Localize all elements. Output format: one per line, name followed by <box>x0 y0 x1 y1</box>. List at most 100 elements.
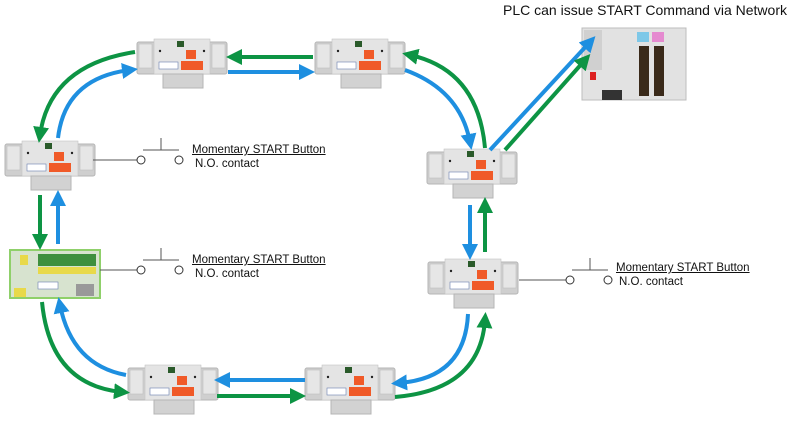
device-logo <box>326 387 347 396</box>
device-led <box>202 49 206 53</box>
button-title: Momentary START Button <box>616 262 750 274</box>
device-left-port <box>429 263 444 289</box>
plc-cpu-cover <box>584 30 602 70</box>
device-switch <box>477 270 487 279</box>
device-right-port <box>211 43 226 69</box>
device-left-port <box>138 43 153 69</box>
device-top-left <box>136 38 228 89</box>
controller-board <box>9 249 101 299</box>
device-logo <box>449 281 470 290</box>
board-connector <box>14 288 26 297</box>
device-right-port <box>379 369 394 395</box>
device-bottom-right <box>304 364 396 415</box>
plc-switch <box>590 72 596 80</box>
device-display <box>349 387 371 396</box>
device-led <box>449 269 453 273</box>
plc-io-label <box>652 32 664 42</box>
device-display <box>49 163 71 172</box>
device-display <box>181 61 203 70</box>
device-led <box>380 49 384 53</box>
start-button-label-3: Momentary START Button N.O. contact <box>616 261 750 289</box>
start-button-2 <box>100 248 184 275</box>
start-button-3 <box>519 258 613 285</box>
device-led-block <box>467 151 474 157</box>
button-contact <box>565 275 575 285</box>
device-led <box>448 159 452 163</box>
device-led <box>193 375 197 379</box>
device-led-block <box>355 41 362 47</box>
device-ethernet-tab <box>453 293 495 309</box>
start-button-label-1: Momentary START Button N.O. contact <box>192 143 326 171</box>
device-ethernet-tab <box>153 399 195 415</box>
device-left <box>4 140 96 191</box>
device-switch <box>186 50 196 59</box>
device-display <box>471 171 493 180</box>
device-led <box>149 375 153 379</box>
plc-io-module <box>639 46 649 96</box>
plc <box>581 27 687 101</box>
device-right-port <box>501 153 516 179</box>
device-left-port <box>6 145 21 171</box>
start-button-1 <box>93 138 184 165</box>
device-led <box>492 159 496 163</box>
device-ethernet-tab <box>162 73 204 89</box>
device-right-lower <box>427 258 519 309</box>
device-led-block <box>177 41 184 47</box>
button-title: Momentary START Button <box>192 144 326 156</box>
button-title: Momentary START Button <box>192 254 326 266</box>
arrow-green-bottom-right <box>394 312 493 399</box>
device-left-port <box>306 369 321 395</box>
device-top-right <box>314 38 406 89</box>
arrow-green-plc <box>503 54 591 152</box>
board-terminal-labels <box>38 267 96 274</box>
device-logo <box>448 171 469 180</box>
device-logo <box>149 387 170 396</box>
board-chip <box>20 255 28 265</box>
device-right-port <box>202 369 217 395</box>
device-right-port <box>389 43 404 69</box>
arrow-green-bottom-left <box>40 301 130 400</box>
button-contact <box>136 265 146 275</box>
device-switch <box>54 152 64 161</box>
arrow-blue-top-right <box>404 68 477 150</box>
device-led <box>336 49 340 53</box>
device-logo <box>26 163 47 172</box>
device-display <box>172 387 194 396</box>
device-display <box>472 281 494 290</box>
device-led-block <box>468 261 475 267</box>
plc-io-module <box>654 46 664 96</box>
device-bottom-left <box>127 364 219 415</box>
device-switch <box>476 160 486 169</box>
device-led <box>26 151 30 155</box>
device-led <box>326 375 330 379</box>
device-ethernet-tab <box>452 183 494 199</box>
board-ethernet-ports <box>76 284 94 296</box>
device-logo <box>158 61 179 70</box>
arrow-blue-bottom-right <box>391 313 470 391</box>
button-subtitle: N.O. contact <box>195 268 259 280</box>
device-right-port <box>502 263 517 289</box>
device-right <box>426 148 518 199</box>
device-led <box>370 375 374 379</box>
board-terminal-block <box>38 254 96 266</box>
button-subtitle: N.O. contact <box>619 276 683 288</box>
plc-network-caption: PLC can issue START Command via Network <box>503 2 787 18</box>
device-switch <box>177 376 187 385</box>
device-right-port <box>79 145 94 171</box>
button-contact <box>136 155 146 165</box>
device-led-block <box>168 367 175 373</box>
arrow-green-top-right <box>402 48 487 149</box>
start-button-label-2: Momentary START Button N.O. contact <box>192 253 326 281</box>
button-contact <box>174 155 184 165</box>
device-ethernet-tab <box>30 175 72 191</box>
device-logo <box>336 61 357 70</box>
device-ethernet-tab <box>340 73 382 89</box>
device-left-port <box>428 153 443 179</box>
device-led <box>70 151 74 155</box>
device-left-port <box>316 43 331 69</box>
board-logo <box>37 281 59 290</box>
device-switch <box>364 50 374 59</box>
device-ethernet-tab <box>330 399 372 415</box>
plc-power-terminal <box>602 90 622 100</box>
